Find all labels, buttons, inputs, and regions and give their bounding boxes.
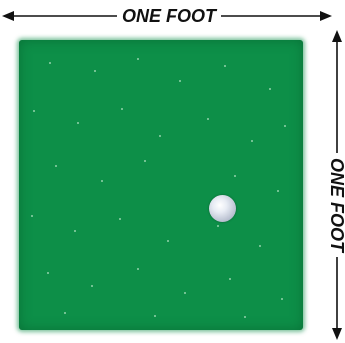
- top-dimension-label: ONE FOOT: [117, 5, 221, 27]
- green-square: [19, 40, 303, 330]
- speck: [159, 135, 161, 137]
- side-dimension-label: ONE FOOT: [326, 153, 345, 257]
- top-left-arrowhead: [2, 11, 14, 21]
- speck: [281, 298, 283, 300]
- speck: [269, 88, 271, 90]
- speck: [234, 175, 236, 177]
- speck: [144, 160, 146, 162]
- side-top-arrowhead: [332, 30, 342, 42]
- speck: [91, 285, 93, 287]
- side-label-wrap: ONE FOOT: [322, 130, 345, 280]
- speck: [154, 315, 156, 317]
- speck: [49, 62, 51, 64]
- speck: [77, 122, 79, 124]
- speck: [119, 218, 121, 220]
- speck: [64, 312, 66, 314]
- speck: [207, 118, 209, 120]
- top-right-arrowhead: [320, 11, 332, 21]
- speck: [229, 278, 231, 280]
- speck: [284, 125, 286, 127]
- speck: [121, 108, 123, 110]
- speck: [244, 316, 246, 318]
- speck: [137, 58, 139, 60]
- small-bead: [209, 195, 236, 222]
- speck: [251, 140, 253, 142]
- speck: [74, 230, 76, 232]
- speck: [47, 272, 49, 274]
- speck: [184, 292, 186, 294]
- speck: [167, 240, 169, 242]
- side-bottom-arrowhead: [332, 328, 342, 340]
- speck: [224, 65, 226, 67]
- speck: [33, 110, 35, 112]
- speck: [217, 225, 219, 227]
- speck: [101, 180, 103, 182]
- speck: [259, 245, 261, 247]
- speck: [55, 165, 57, 167]
- speck: [179, 80, 181, 82]
- speck: [277, 190, 279, 192]
- speck: [31, 215, 33, 217]
- speck: [94, 70, 96, 72]
- speck: [137, 268, 139, 270]
